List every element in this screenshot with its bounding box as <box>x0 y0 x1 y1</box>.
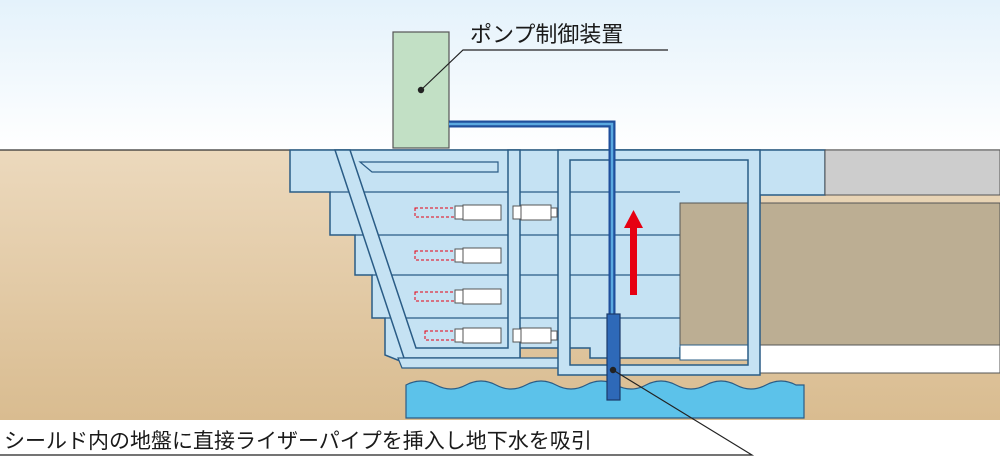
right-frame <box>557 149 761 376</box>
nozzle-row-3 <box>414 288 502 305</box>
nozzle-row-2 <box>414 247 502 264</box>
left-sill <box>397 357 561 369</box>
concrete-block <box>824 149 1000 196</box>
caption-label: シールド内の地盤に直接ライザーパイプを挿入し地下水を吸引 <box>4 430 592 453</box>
lift-lines <box>330 191 680 319</box>
pump-controller-label: ポンプ制御装置 <box>470 22 623 47</box>
drain-nozzles <box>414 204 558 344</box>
lower-void <box>759 344 1000 374</box>
up-arrow-icon <box>624 210 643 295</box>
pump-controller-leader <box>420 49 668 91</box>
submersible-pump <box>606 313 621 401</box>
caption-leader <box>0 369 755 456</box>
nozzle-row-4 <box>424 327 558 344</box>
earth-block <box>679 202 1000 346</box>
left-frame-inner <box>358 161 499 173</box>
nozzle-row-1 <box>414 204 558 221</box>
